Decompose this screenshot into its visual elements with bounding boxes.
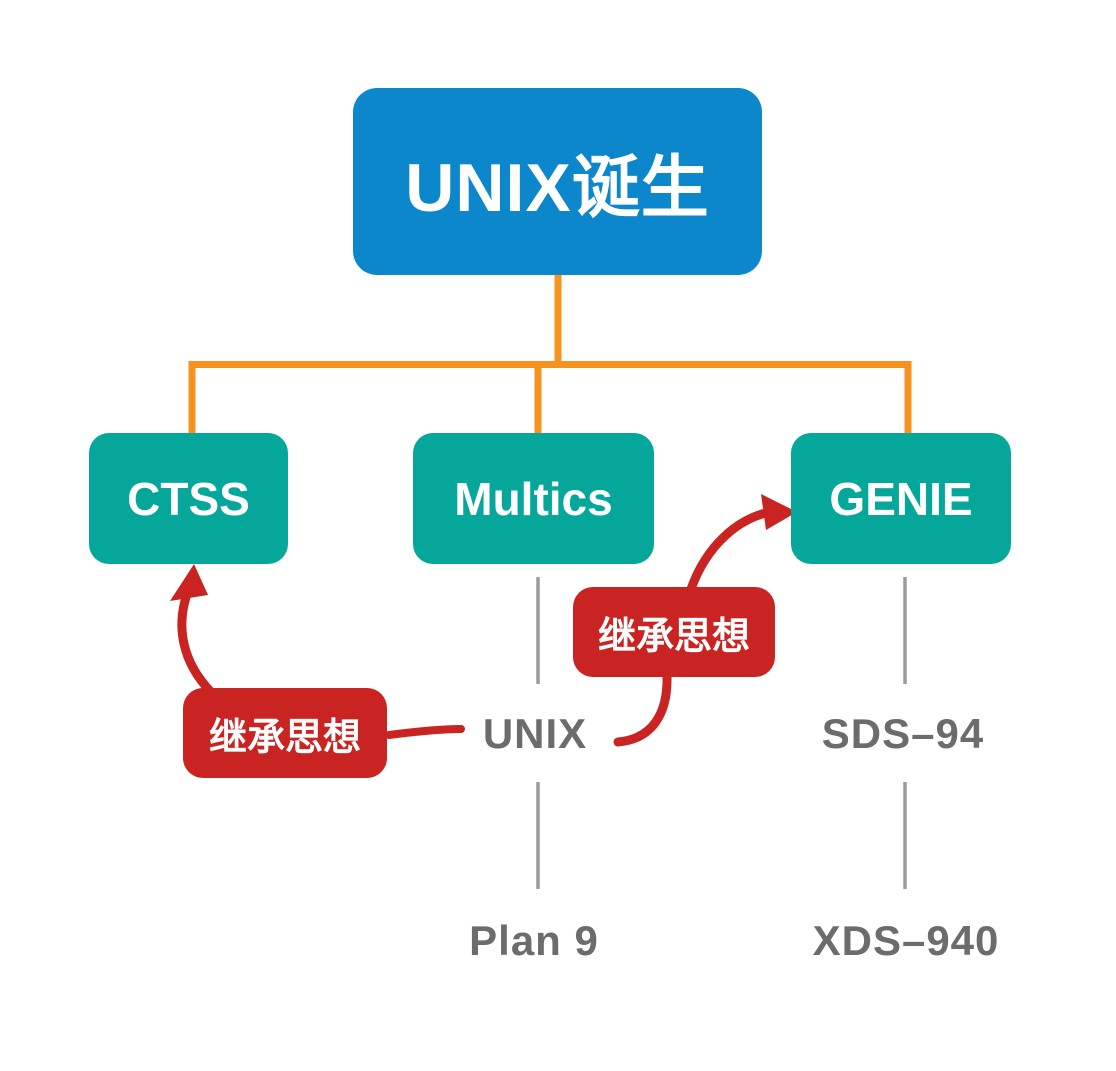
orange-tree-connector xyxy=(188,272,912,436)
red-line-badgeleft-unix xyxy=(385,725,465,739)
annotation-inherit-ideas-left-label: 继承思想 xyxy=(208,716,361,759)
node-ctss[interactable]: CTSS xyxy=(89,433,288,564)
annotation-inherit-ideas-right[interactable]: 继承思想 xyxy=(573,587,775,677)
node-unix-birth-label: UNIX诞生 xyxy=(405,150,710,226)
red-arrow-to-ctss xyxy=(177,581,216,697)
red-arrowhead-genie xyxy=(761,494,797,530)
node-ctss-label: CTSS xyxy=(127,472,250,525)
node-multics-label: Multics xyxy=(454,472,613,525)
red-arrowhead-ctss xyxy=(170,564,208,601)
node-genie[interactable]: GENIE xyxy=(791,433,1011,564)
node-unix[interactable]: UNIX xyxy=(482,710,588,757)
node-xds940[interactable]: XDS–940 xyxy=(812,917,1000,964)
annotation-inherit-ideas-right-label: 继承思想 xyxy=(597,615,750,658)
node-plan9[interactable]: Plan 9 xyxy=(469,917,599,964)
annotation-inherit-ideas-left[interactable]: 继承思想 xyxy=(183,688,387,778)
node-sds94[interactable]: SDS–94 xyxy=(821,710,985,757)
node-multics[interactable]: Multics xyxy=(413,433,654,564)
red-line-unix-badgeright xyxy=(613,671,672,747)
red-arrow-to-genie xyxy=(686,506,780,594)
node-genie-label: GENIE xyxy=(829,472,973,525)
node-unix-birth[interactable]: UNIX诞生 xyxy=(353,88,762,275)
